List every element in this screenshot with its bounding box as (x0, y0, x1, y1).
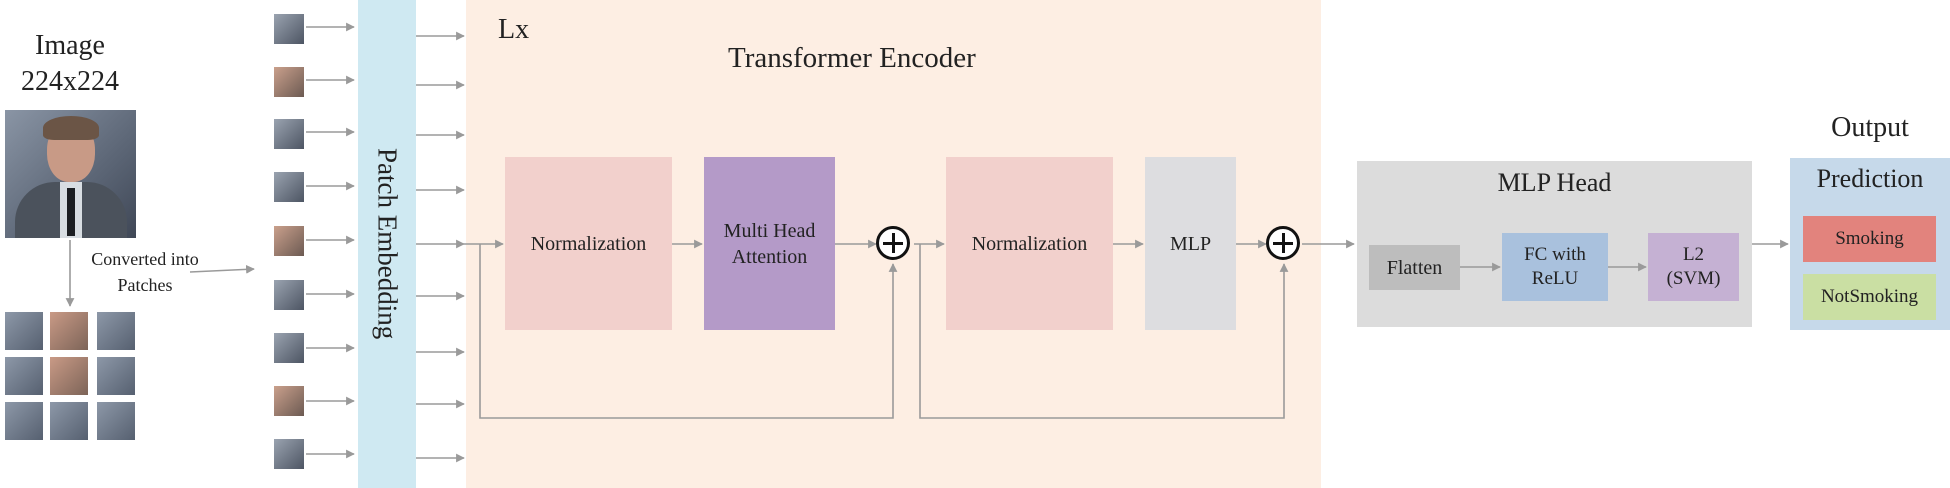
multi-head-attention-block: Multi Head Attention (704, 157, 835, 330)
patch-grid-tile (97, 402, 135, 440)
residual-add-icon (1266, 226, 1300, 260)
input-image (5, 110, 136, 238)
prediction-title: Prediction (1816, 164, 1924, 193)
patch-embedding-label: Patch Embedding (372, 148, 403, 340)
encoder-title: Transformer Encoder (728, 42, 976, 74)
input-title: Image 224x224 (0, 28, 140, 100)
notsmoking-label: NotSmoking (1820, 286, 1919, 307)
fc-relu-block: FC with ReLU (1502, 233, 1608, 301)
patch-thumbnail (274, 119, 304, 149)
attention-label: Multi Head Attention (723, 219, 816, 268)
patch-grid-tile (50, 312, 88, 350)
flatten-block: Flatten (1369, 245, 1460, 290)
output-title: Output (1831, 112, 1909, 143)
layer-repeat-label: Lx (498, 14, 530, 45)
normalization-block-2: Normalization (946, 157, 1113, 330)
mlp-head-title: MLP Head (1497, 168, 1612, 197)
smoking-label: Smoking (1835, 228, 1904, 249)
patch-grid-tile (97, 357, 135, 395)
normalization-label: Normalization (971, 232, 1088, 255)
patch-thumbnail (274, 172, 304, 202)
patch-grid-tile (50, 402, 88, 440)
patch-thumbnail (274, 280, 304, 310)
patch-thumbnail (274, 386, 304, 416)
l2-label: L2 (SVM) (1666, 244, 1721, 289)
flatten-label: Flatten (1386, 256, 1443, 279)
mlp-label: MLP (1169, 232, 1212, 255)
converted-into-patches-label: Converted into Patches (91, 249, 199, 295)
fc-label: FC with ReLU (1524, 244, 1586, 289)
patch-embedding: Patch Embedding (358, 0, 416, 488)
mlp-block: MLP (1145, 157, 1236, 330)
l2-svm-block: L2 (SVM) (1648, 233, 1739, 301)
patch-grid-tile (5, 312, 43, 350)
patch-grid-tile (97, 312, 135, 350)
patch-thumbnail (274, 333, 304, 363)
normalization-label: Normalization (530, 232, 647, 255)
patch-grid-tile (50, 357, 88, 395)
patch-grid-tile (5, 402, 43, 440)
patch-thumbnail (274, 226, 304, 256)
patch-grid-tile (5, 357, 43, 395)
notsmoking-class-block: NotSmoking (1803, 274, 1936, 320)
smoking-class-block: Smoking (1803, 216, 1936, 262)
normalization-block-1: Normalization (505, 157, 672, 330)
residual-add-icon (876, 226, 910, 260)
patch-thumbnail (274, 67, 304, 97)
input-size-text: 224x224 (21, 66, 119, 97)
patch-embedding-panel (358, 0, 416, 488)
patch-thumbnail (274, 439, 304, 469)
patch-thumbnail (274, 14, 304, 44)
input-title-text: Image (35, 30, 105, 61)
